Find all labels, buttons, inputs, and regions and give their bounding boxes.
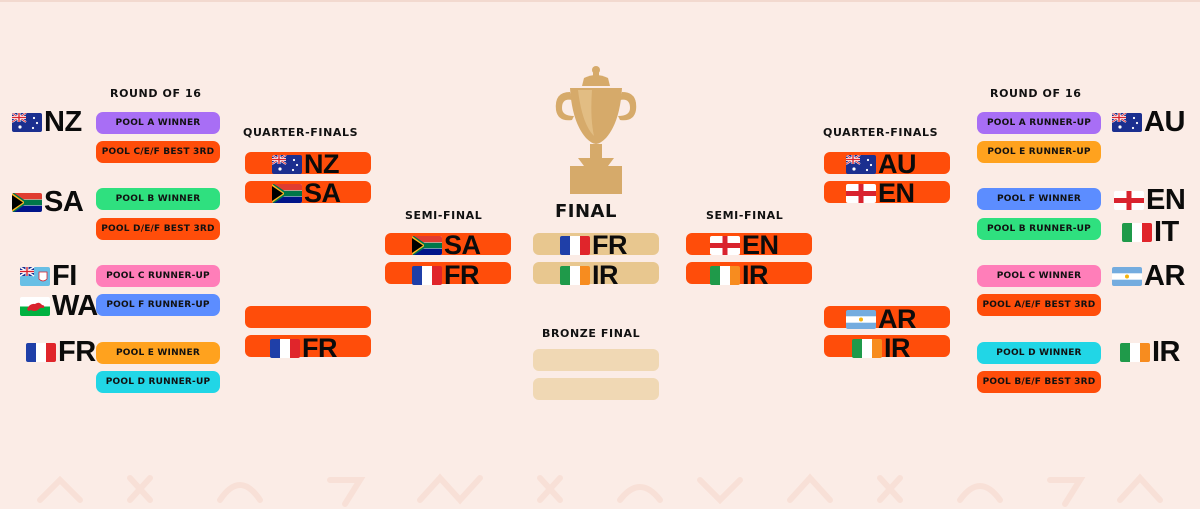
za-flag-icon xyxy=(272,184,302,203)
team-code: AR xyxy=(878,304,917,334)
qf-left-team-2: SA xyxy=(272,180,341,207)
r16-left-slot-6[interactable]: POOL F RUNNER-UP xyxy=(96,294,220,316)
webb-ellis-cup-icon xyxy=(548,62,644,194)
fj-flag-icon xyxy=(20,267,50,286)
team-code: IR xyxy=(1152,336,1181,368)
r16-left-slot-8[interactable]: POOL D RUNNER-UP xyxy=(96,371,220,393)
sf-right-team-2: IR xyxy=(710,260,769,290)
team-code: IT xyxy=(1154,216,1179,248)
r16-pick-right-1: AU xyxy=(1112,108,1185,137)
r16-right-slot-8[interactable]: POOL B/E/F BEST 3RD xyxy=(977,371,1101,393)
team-code: AR xyxy=(1144,260,1185,292)
final-team-2: IR xyxy=(560,260,619,290)
team-code: EN xyxy=(742,230,779,260)
za-flag-icon xyxy=(12,193,42,212)
r16-right-slot-3[interactable]: POOL F WINNER xyxy=(977,188,1101,210)
r16-right-slot-7[interactable]: POOL D WINNER xyxy=(977,342,1101,364)
au-nz-flag-icon xyxy=(12,113,42,132)
bronze-final-heading: BRONZE FINAL xyxy=(542,327,641,340)
r16-left-slot-4[interactable]: POOL D/E/F BEST 3RD xyxy=(96,218,220,240)
en-flag-icon xyxy=(1114,191,1144,210)
round-of-16-left-heading: ROUND OF 16 xyxy=(110,87,202,100)
r16-left-slot-7[interactable]: POOL E WINNER xyxy=(96,342,220,364)
qf-left-slot-3[interactable] xyxy=(245,306,371,328)
semi-final-right-heading: SEMI-FINAL xyxy=(706,209,784,222)
sf-left-team-1: SA xyxy=(412,232,481,259)
ie-flag-icon xyxy=(852,339,882,358)
qf-right-team-2: EN xyxy=(846,180,915,207)
r16-pick-right-3: IT xyxy=(1122,218,1179,247)
au-nz-flag-icon xyxy=(846,155,876,174)
sf-right-team-1: EN xyxy=(710,232,779,259)
team-code: FI xyxy=(52,260,77,292)
r16-pick-left-3: FI xyxy=(20,262,77,291)
team-code: NZ xyxy=(44,106,82,138)
team-code: AU xyxy=(878,149,917,179)
it-flag-icon xyxy=(1122,223,1152,242)
r16-right-slot-5[interactable]: POOL C WINNER xyxy=(977,265,1101,287)
team-code: EN xyxy=(1146,184,1186,216)
fr-flag-icon xyxy=(270,339,300,358)
team-code: SA xyxy=(44,186,84,218)
bronze-final-slot-1[interactable] xyxy=(533,349,659,371)
semi-final-left-heading: SEMI-FINAL xyxy=(405,209,483,222)
en-flag-icon xyxy=(846,184,876,203)
fr-flag-icon xyxy=(26,343,56,362)
team-code: FR xyxy=(592,230,628,260)
team-code: EN xyxy=(878,178,915,208)
final-heading: FINAL xyxy=(555,201,617,222)
r16-pick-left-2: SA xyxy=(12,186,84,218)
r16-right-slot-2[interactable]: POOL E RUNNER-UP xyxy=(977,141,1101,163)
ie-flag-icon xyxy=(1120,343,1150,362)
sf-left-team-2: FR xyxy=(412,260,480,290)
wales-flag-icon xyxy=(20,297,50,316)
r16-left-slot-1[interactable]: POOL A WINNER xyxy=(96,112,220,134)
bronze-final-slot-2[interactable] xyxy=(533,378,659,400)
team-code: WA xyxy=(52,290,98,322)
team-code: IR xyxy=(742,260,769,290)
qf-left-team-4: FR xyxy=(270,333,338,363)
ar-flag-icon xyxy=(846,310,876,329)
ar-flag-icon xyxy=(1112,267,1142,286)
r16-pick-left-4: WA xyxy=(20,292,98,321)
ie-flag-icon xyxy=(560,266,590,285)
quarter-finals-left-heading: QUARTER-FINALS xyxy=(243,126,359,139)
r16-right-slot-6[interactable]: POOL A/E/F BEST 3RD xyxy=(977,294,1101,316)
team-code: FR xyxy=(444,260,480,290)
fr-flag-icon xyxy=(560,236,590,255)
team-code: SA xyxy=(444,230,481,260)
team-code: NZ xyxy=(304,149,340,179)
r16-pick-right-5: IR xyxy=(1120,336,1181,368)
r16-left-slot-3[interactable]: POOL B WINNER xyxy=(96,188,220,210)
team-code: FR xyxy=(302,333,338,363)
r16-pick-right-4: AR xyxy=(1112,262,1185,291)
team-code: IR xyxy=(884,333,911,363)
r16-pick-left-5: FR xyxy=(26,338,96,367)
r16-left-slot-2[interactable]: POOL C/E/F BEST 3RD xyxy=(96,141,220,163)
qf-right-team-1: AU xyxy=(846,149,917,179)
team-code: FR xyxy=(58,336,96,368)
au-nz-flag-icon xyxy=(272,155,302,174)
team-code: SA xyxy=(304,178,341,208)
decorative-pattern xyxy=(0,470,1200,509)
qf-left-team-1: NZ xyxy=(272,149,340,179)
za-flag-icon xyxy=(412,236,442,255)
team-code: IR xyxy=(592,260,619,290)
en-flag-icon xyxy=(710,236,740,255)
final-team-1: FR xyxy=(560,230,628,260)
team-code: AU xyxy=(1144,106,1185,138)
top-divider xyxy=(0,0,1200,2)
round-of-16-right-heading: ROUND OF 16 xyxy=(990,87,1082,100)
qf-right-team-3: AR xyxy=(846,304,917,334)
qf-right-team-4: IR xyxy=(852,333,911,363)
r16-pick-right-2: EN xyxy=(1114,184,1186,216)
r16-right-slot-4[interactable]: POOL B RUNNER-UP xyxy=(977,218,1101,240)
fr-flag-icon xyxy=(412,266,442,285)
r16-pick-left-1: NZ xyxy=(12,108,82,137)
ie-flag-icon xyxy=(710,266,740,285)
au-nz-flag-icon xyxy=(1112,113,1142,132)
quarter-finals-right-heading: QUARTER-FINALS xyxy=(823,126,939,139)
r16-left-slot-5[interactable]: POOL C RUNNER-UP xyxy=(96,265,220,287)
r16-right-slot-1[interactable]: POOL A RUNNER-UP xyxy=(977,112,1101,134)
